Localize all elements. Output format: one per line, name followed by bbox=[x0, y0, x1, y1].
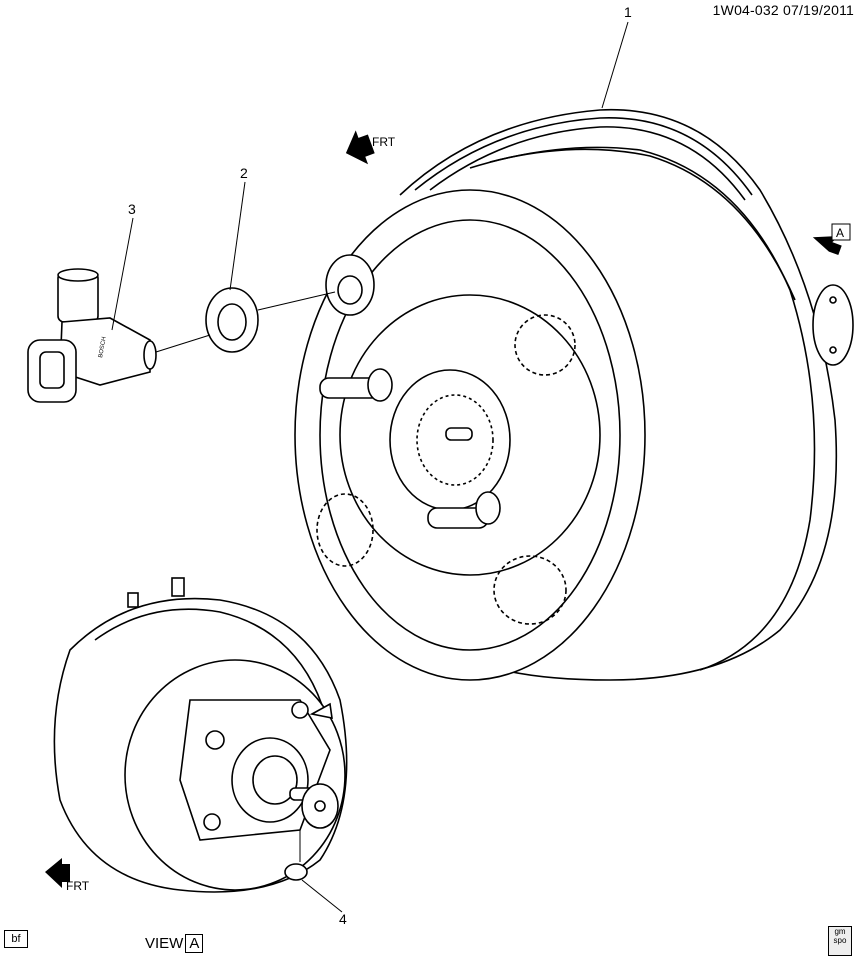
gm-logo: gm spo bbox=[828, 926, 852, 956]
callout-1: 1 bbox=[624, 4, 632, 20]
callout-3: 3 bbox=[128, 201, 136, 217]
frt-arrow-bottom: FRT bbox=[45, 858, 90, 893]
brake-booster-view-a bbox=[53, 577, 348, 893]
callout-4: 4 bbox=[339, 911, 347, 927]
svg-text:BOSCH: BOSCH bbox=[98, 336, 108, 358]
drawing-id: 1W04-032 bbox=[712, 2, 779, 18]
grommet bbox=[205, 287, 336, 353]
svg-text:A: A bbox=[836, 226, 844, 240]
frt-arrow-top: FRT bbox=[345, 130, 396, 165]
view-a-arrow: A bbox=[812, 223, 851, 255]
vacuum-sensor: BOSCH bbox=[27, 268, 211, 403]
view-letter: A bbox=[185, 934, 204, 953]
drawing-date: 07/19/2011 bbox=[782, 2, 854, 18]
svg-text:FRT: FRT bbox=[372, 135, 396, 149]
retaining-clip bbox=[284, 830, 308, 881]
leader-lines bbox=[111, 21, 629, 913]
drawing-header: 1W04-032 07/19/2011 bbox=[713, 2, 854, 18]
brake-booster-large bbox=[294, 108, 854, 681]
callout-2: 2 bbox=[240, 165, 248, 181]
footer-tag: bf bbox=[4, 930, 28, 948]
view-text: VIEW bbox=[145, 935, 184, 952]
svg-text:FRT: FRT bbox=[66, 879, 90, 893]
